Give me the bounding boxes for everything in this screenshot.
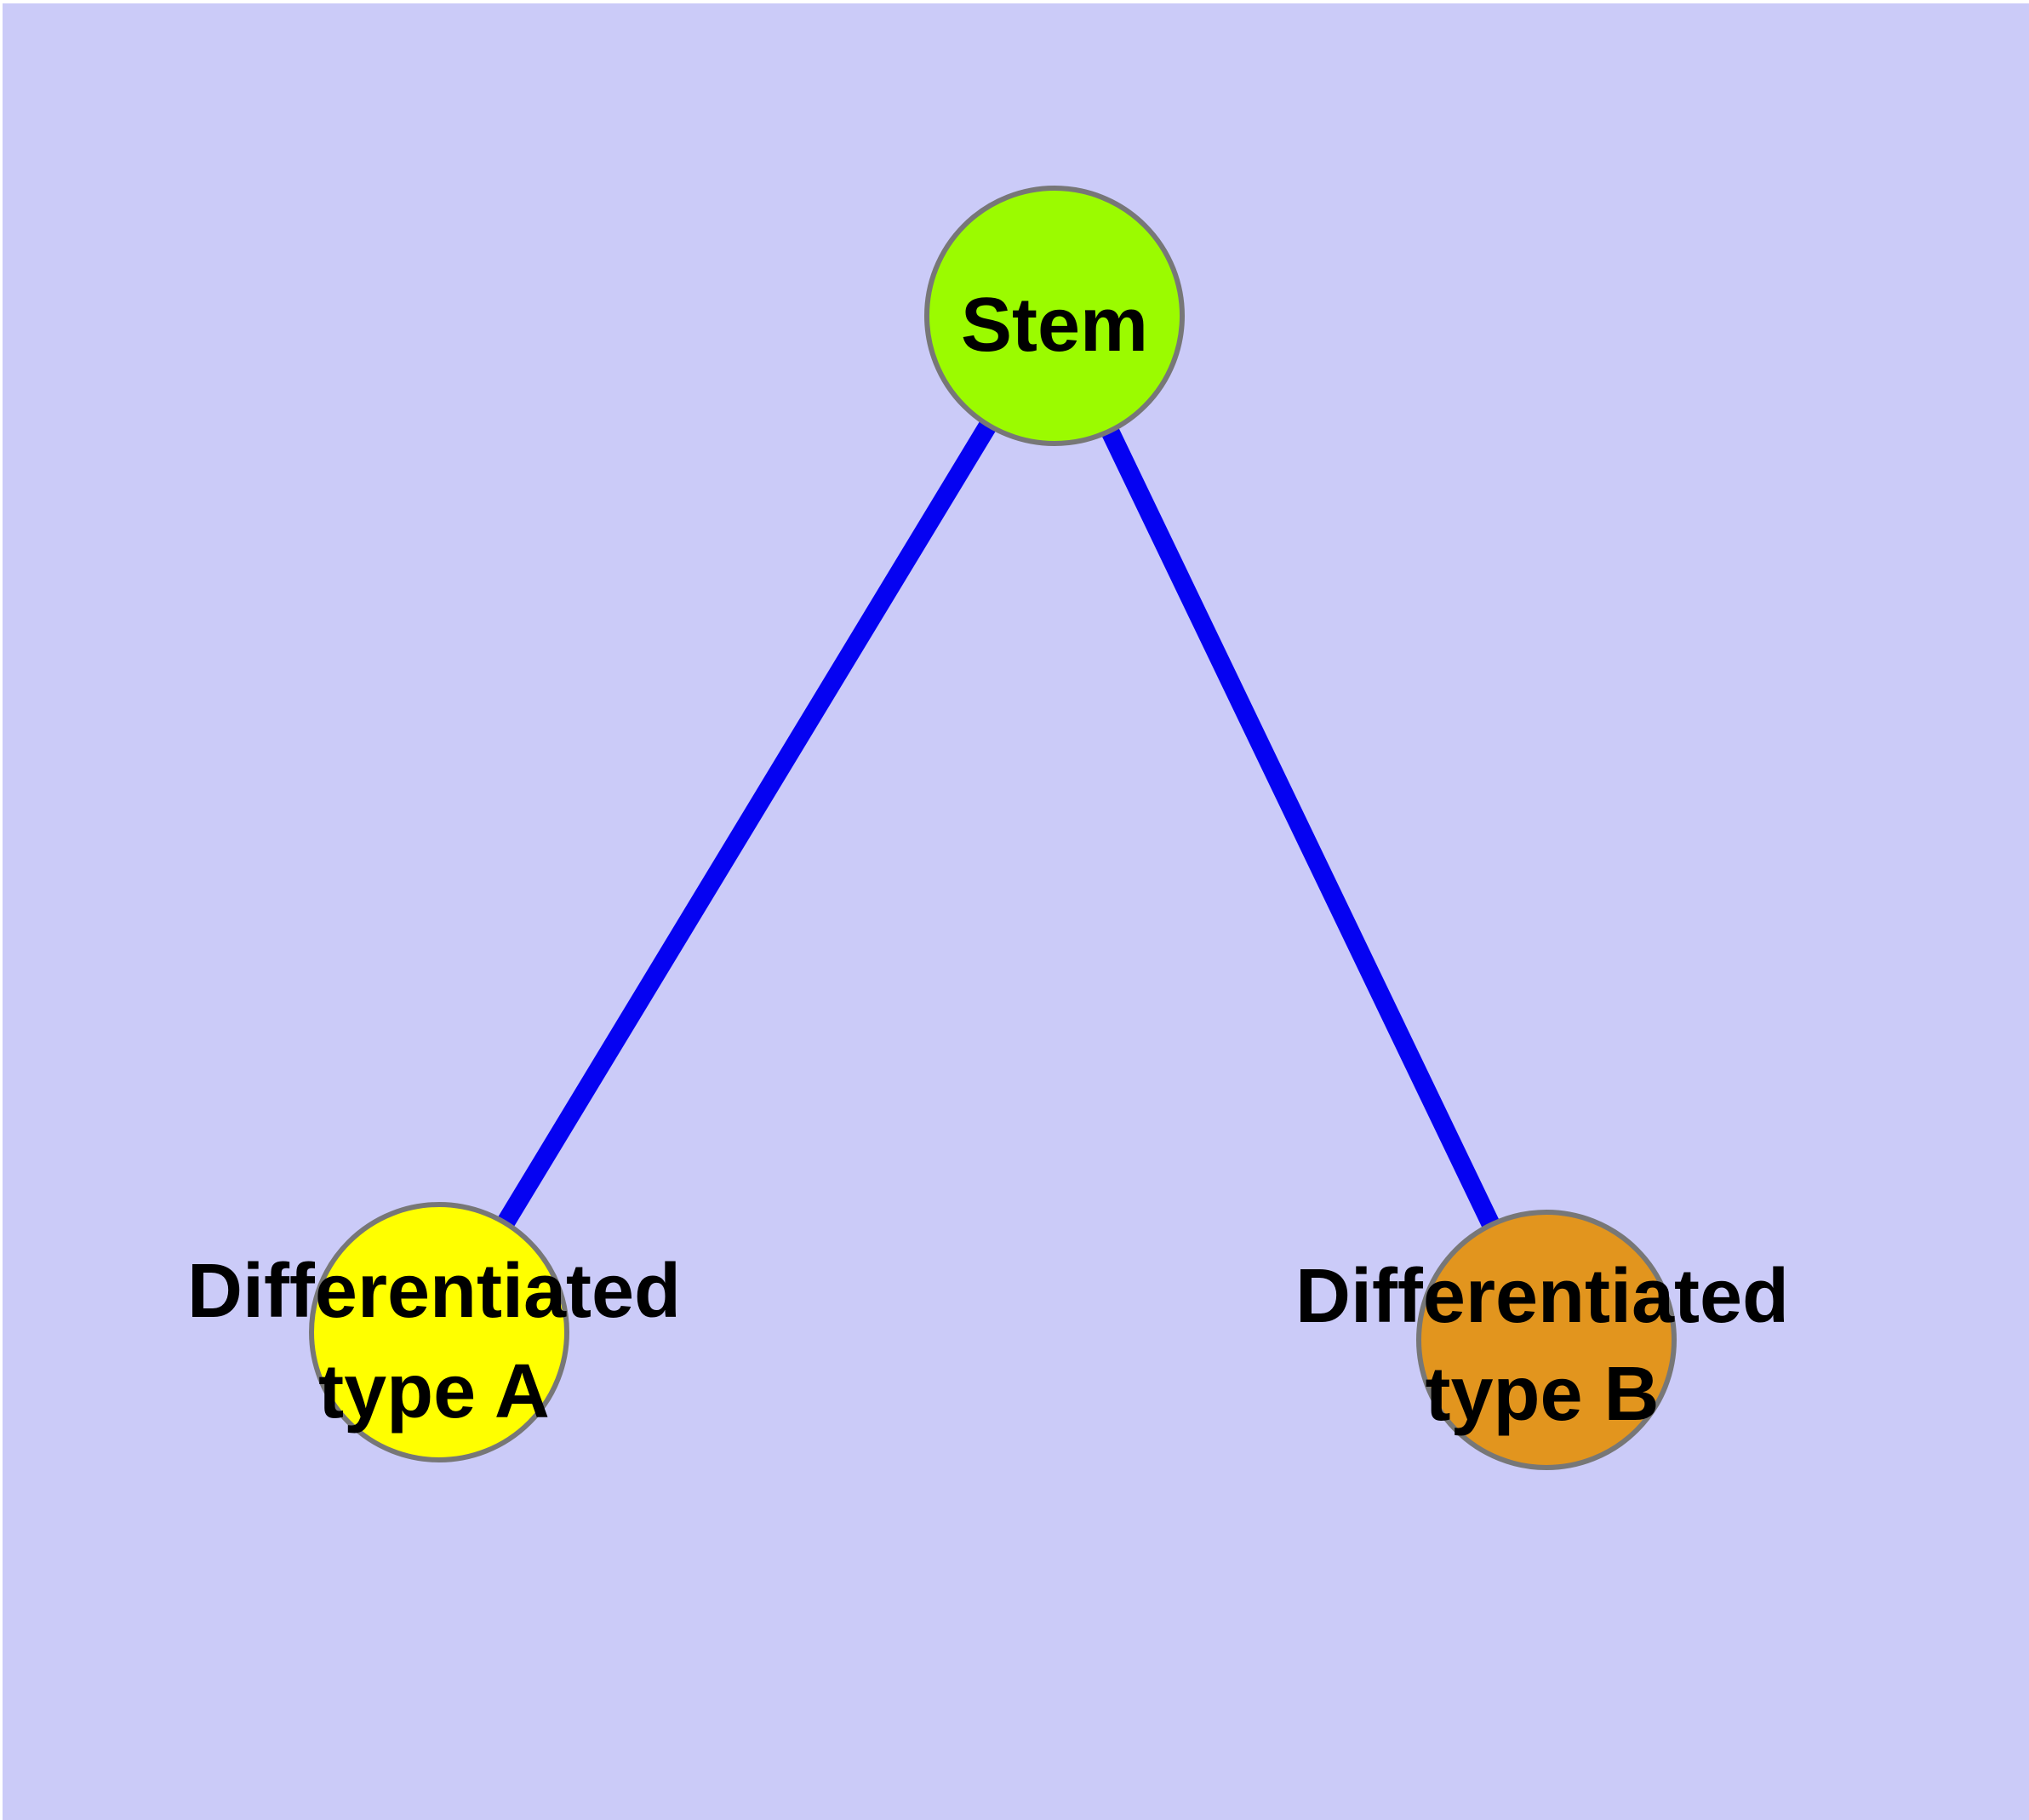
node-stem-label: Stem xyxy=(961,283,1148,368)
node-type-a-label-line1: Differentiated xyxy=(187,1249,681,1334)
node-type-b-label-line2: type B xyxy=(1425,1352,1659,1437)
node-type-b-label-line1: Differentiated xyxy=(1295,1254,1789,1339)
node-type-a-label-line2: type A xyxy=(318,1349,550,1434)
edge-stem-to-type-b xyxy=(1046,312,1555,1344)
node-type-a-label: Differentiated type A xyxy=(187,1249,681,1434)
edge-stem-to-type-a xyxy=(431,311,1063,1337)
node-stem xyxy=(924,186,1185,446)
node-type-b-label: Differentiated type B xyxy=(1295,1254,1789,1437)
node-differentiated-type-b xyxy=(1416,1210,1677,1470)
node-differentiated-type-a xyxy=(309,1202,569,1462)
